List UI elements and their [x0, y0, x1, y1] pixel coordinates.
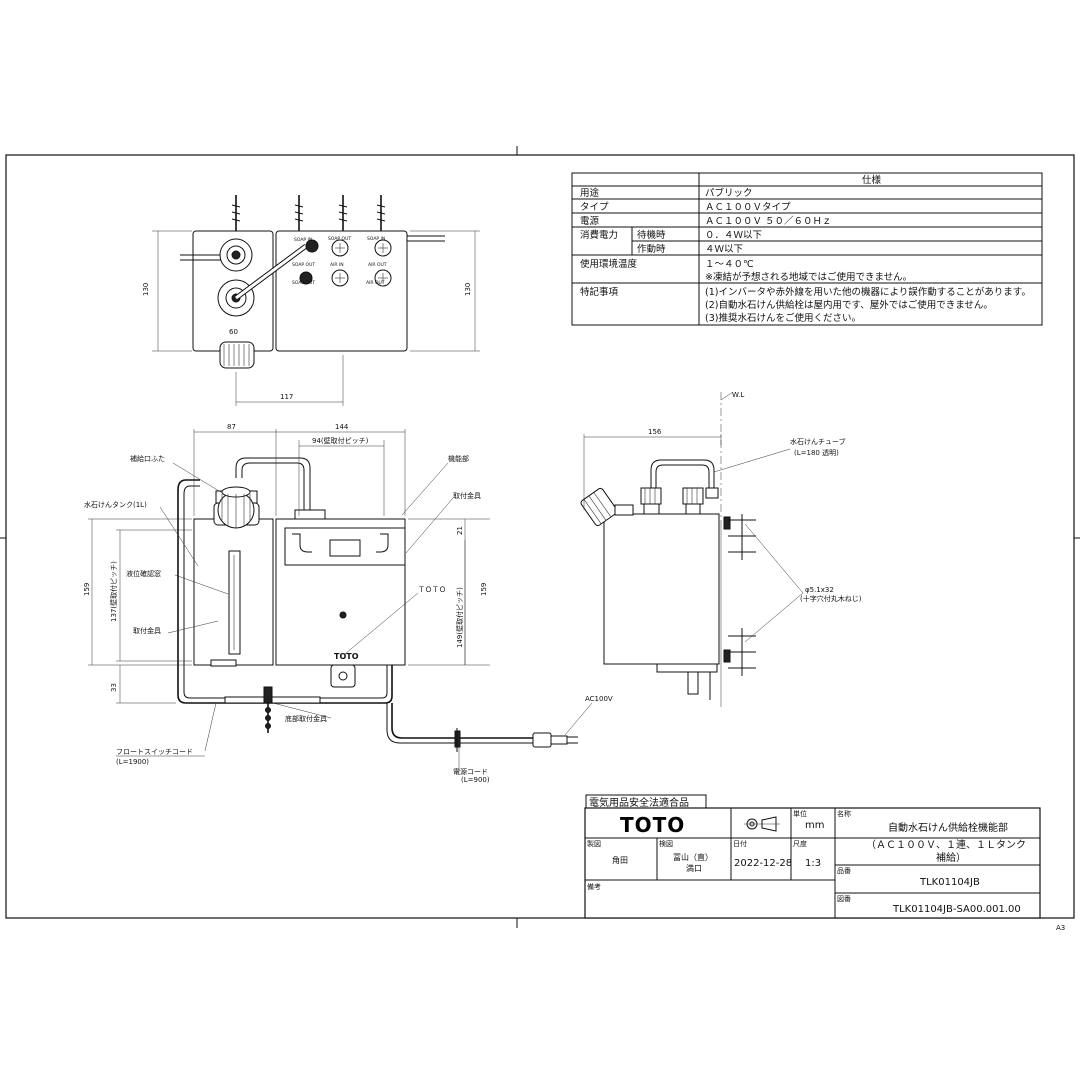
side-view: W.L	[580, 391, 862, 707]
label-power-cord-len: (L=900)	[461, 776, 490, 784]
dim-tank-width: 87	[227, 423, 236, 431]
label-power-cord: 電源コード	[453, 767, 488, 776]
top-view: SOAP IN SOAP OUT SOAP IN SOAP OUT AIR IN…	[142, 195, 480, 406]
spec-value: (1)インバータや赤外線を用いた他の機器により誤作動することがあります。	[705, 286, 1031, 298]
spec-value: (2)自動水石けん供給栓は屋内用です、屋外ではご使用できません。	[705, 299, 993, 311]
label-bracket-right: 取付金具	[453, 491, 481, 500]
spec-value: ４Ｗ以下	[705, 244, 743, 255]
label-bottom-bracket: 底部取付金具	[285, 714, 327, 723]
spec-table: 仕様 用途 パブリック タイプ ＡＣ１００Ｖタイプ 電源 ＡＣ１００Ｖ ５０／６…	[571, 172, 1043, 326]
spec-value: パブリック	[705, 187, 753, 199]
port-label: SOAP OUT	[328, 236, 351, 242]
label-level-window: 液位確認窓	[126, 569, 161, 578]
label-function-unit: 機能部	[448, 454, 469, 463]
port-label: SOAP IN	[294, 237, 312, 243]
label-refill-cap: 補給口ふた	[130, 454, 165, 463]
dim-pitch-left: 137(壁取付ピッチ)	[109, 561, 118, 622]
product-name-line2: （ＡＣ１００Ｖ、１連、１Ｌタンク	[866, 838, 1026, 851]
port-label: AIR IN	[330, 262, 344, 268]
dim-pitch: 94(壁取付ピッチ)	[312, 436, 369, 445]
label-tube: 水石けんチューブ	[790, 437, 846, 446]
check-label: 検図	[659, 839, 673, 848]
spec-value: ＡＣ１００Ｖタイプ	[705, 202, 791, 213]
dim-height-total: 159	[83, 583, 91, 596]
port-label: SOAP IN	[367, 236, 385, 242]
drawn-label: 製図	[587, 839, 601, 848]
date-value: 2022-12-28	[734, 858, 792, 869]
label-tube-spec: (L=180 透明)	[794, 449, 839, 457]
label-soap-tank: 水石けんタンク(1L)	[84, 500, 147, 509]
checked-by-1: 冨山（直）	[673, 852, 713, 862]
spec-value: ※凍結が予想される地域ではご使用できません。	[705, 271, 912, 283]
dim-side-width: 156	[648, 428, 662, 436]
note-label: 備考	[587, 882, 601, 891]
spec-label: 電源	[580, 216, 600, 227]
label-float-cord-len: (L=1900)	[116, 758, 149, 766]
spec-label: 用途	[580, 187, 600, 199]
product-name: 自動水石けん供給栓機能部	[888, 821, 1008, 834]
front-view: TOTO 87 144 94(壁取付ピッチ)	[83, 423, 613, 784]
dim-top-offset: 21	[456, 526, 464, 535]
brand-logo: TOTO	[620, 813, 685, 837]
dim-height-left: 130	[142, 283, 150, 296]
part-number: TLK01104JB	[919, 877, 980, 888]
label-screw: φ5.1x32	[805, 586, 834, 594]
approval-label: 電気用品安全法適合品	[589, 796, 689, 809]
dim-pitch-right: 149(壁取付ピッチ)	[455, 587, 464, 648]
port-label: AIR OUT	[366, 280, 385, 286]
spec-value: (3)推奨水石けんをご使用ください。	[705, 312, 861, 324]
dim-height-right: 130	[464, 283, 472, 296]
port-label: AIR OUT	[368, 262, 387, 268]
part-label: 品番	[837, 867, 851, 875]
scale-value: 1:3	[805, 858, 821, 869]
unit-value: mm	[805, 820, 824, 831]
projection-symbol-icon	[744, 816, 780, 832]
spec-label: タイプ	[580, 202, 609, 213]
label-ac: AC100V	[585, 695, 613, 703]
spec-value: ＡＣ１００Ｖ ５０／６０Ｈｚ	[705, 216, 832, 227]
dim-bottom: 33	[110, 683, 118, 692]
dim-bottom-width: 117	[280, 393, 293, 401]
title-block: 電気用品安全法適合品 TOTO 単位 mm 名称 自動水石けん供給栓機能部 （Ａ…	[584, 794, 1041, 919]
dim-unit-width: 144	[335, 423, 349, 431]
wall-line-label: W.L	[732, 391, 744, 399]
drawing-label: 図番	[837, 895, 851, 903]
drawn-by: 角田	[612, 855, 628, 865]
spec-value: １～４０℃	[705, 259, 754, 270]
unit-label: 単位	[793, 809, 807, 818]
name-label: 名称	[837, 809, 851, 818]
spec-header: 仕様	[862, 174, 882, 186]
label-bracket-left: 取付金具	[133, 626, 161, 635]
spec-label: 消費電力	[580, 229, 618, 241]
unit-logo: TOTO	[334, 652, 359, 661]
label-float-cord: フロートスイッチコード	[116, 748, 193, 756]
dim-cap-width: 60	[229, 328, 238, 336]
sheet-border	[5, 154, 1075, 919]
spec-label: 特記事項	[580, 286, 619, 298]
dim-height-right: 159	[480, 583, 488, 596]
spec-value: ０．４Ｗ以下	[705, 230, 762, 241]
spec-sub: 作動時	[637, 243, 666, 255]
label-screw-spec: (十字穴付丸木ねじ)	[800, 594, 862, 603]
port-label: SOAP OUT	[292, 280, 315, 286]
sheet-size: A3	[1056, 924, 1065, 932]
label-toto-mark: ＴＯＴＯ	[418, 586, 446, 594]
scale-label: 尺度	[793, 839, 807, 848]
drawing-number: TLK01104JB-SA00.001.00	[892, 904, 1021, 915]
spec-sub: 待機時	[637, 229, 666, 241]
date-label: 日付	[733, 839, 747, 848]
spec-label: 使用環境温度	[580, 258, 638, 270]
checked-by-2: 満口	[686, 864, 702, 873]
product-name-line3: 補給）	[936, 851, 966, 864]
port-label: SOAP OUT	[292, 262, 315, 268]
